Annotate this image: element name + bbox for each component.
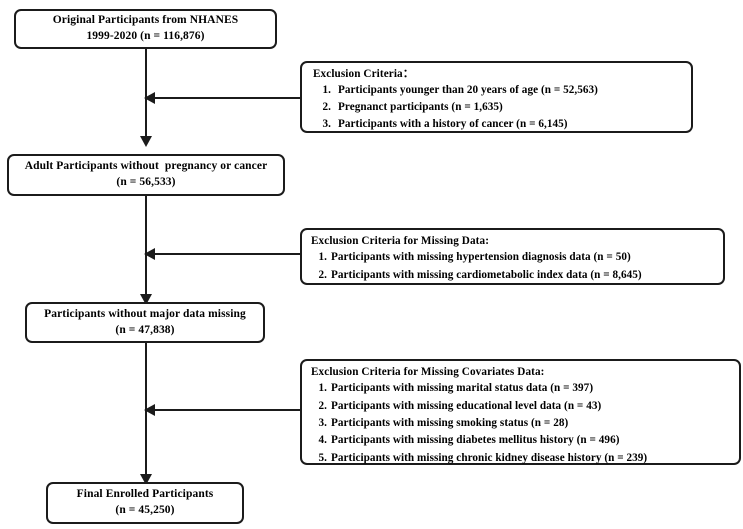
exclusion1-item-1: 1. Participants younger than 20 years of… <box>311 82 683 99</box>
exclusion2-list: 1. Participants with missing hypertensio… <box>311 249 715 284</box>
connector-exclusion1 <box>146 97 302 99</box>
exclusion-criteria-box-2: Exclusion Criteria for Missing Data: 1. … <box>300 228 725 285</box>
node3-line1: Participants without major data missing <box>44 307 246 320</box>
exclusion3-item-5-number: 5. <box>318 451 327 464</box>
exclusion2-title: Exclusion Criteria for Missing Data: <box>311 235 490 247</box>
exclusion3-item-4-text: Participants with missing diabetes melli… <box>331 434 620 447</box>
exclusion1-item-3: 3. Participants with a history of cancer… <box>311 116 683 133</box>
arrowhead-to-node2 <box>140 136 152 147</box>
exclusion3-item-2: 2. Participants with missing educational… <box>311 398 731 415</box>
exclusion2-item-1: 1. Participants with missing hypertensio… <box>311 249 715 266</box>
exclusion3-item-1-number: 1. <box>318 382 327 395</box>
node-original-participants: Original Participants from NHANES 1999-2… <box>14 9 277 49</box>
node4-line1: Final Enrolled Participants <box>76 488 214 501</box>
exclusion1-title: Exclusion Criteria： <box>313 68 415 80</box>
exclusion-criteria-box-3: Exclusion Criteria for Missing Covariate… <box>300 359 741 465</box>
exclusion2-item-1-number: 1. <box>318 251 327 264</box>
exclusion3-item-4: 4. Participants with missing diabetes me… <box>311 432 731 449</box>
exclusion1-item-1-text: Participants younger than 20 years of ag… <box>338 84 598 97</box>
node1-line1: Original Participants from NHANES <box>52 14 239 27</box>
exclusion2-item-2-text: Participants with missing cardiometaboli… <box>331 268 642 281</box>
exclusion-criteria-box-1: Exclusion Criteria： 1. Participants youn… <box>300 61 693 133</box>
exclusion3-item-2-number: 2. <box>318 399 327 412</box>
node-final-enrolled-participants: Final Enrolled Participants (n = 45,250) <box>46 482 244 524</box>
exclusion3-item-3-number: 3. <box>318 416 327 429</box>
exclusion1-item-3-number: 3. <box>322 118 331 131</box>
exclusion3-list: 1. Participants with missing marital sta… <box>311 380 731 467</box>
connector-exclusion3 <box>146 409 302 411</box>
exclusion3-item-2-text: Participants with missing educational le… <box>331 399 602 412</box>
node-participants-without-missing-data: Participants without major data missing … <box>25 302 265 343</box>
exclusion2-item-2: 2. Participants with missing cardiometab… <box>311 267 715 284</box>
exclusion3-title: Exclusion Criteria for Missing Covariate… <box>311 366 545 378</box>
exclusion3-item-4-number: 4. <box>318 434 327 447</box>
node2-line1: Adult Participants without pregnancy or … <box>24 160 268 173</box>
arrowhead-exclusion3 <box>144 404 155 416</box>
exclusion3-item-3: 3. Participants with missing smoking sta… <box>311 415 731 432</box>
exclusion3-item-1-text: Participants with missing marital status… <box>331 382 594 395</box>
exclusion3-item-1: 1. Participants with missing marital sta… <box>311 380 731 397</box>
arrowhead-to-node3 <box>140 294 152 305</box>
exclusion1-item-2-text: Pregnanct participants (n = 1,635) <box>338 101 503 114</box>
exclusion3-item-5-text: Participants with missing chronic kidney… <box>331 451 648 464</box>
node-adult-participants: Adult Participants without pregnancy or … <box>7 154 285 196</box>
exclusion3-item-5: 5. Participants with missing chronic kid… <box>311 450 731 467</box>
node3-line2: (n = 47,838) <box>115 323 175 336</box>
exclusion2-item-1-text: Participants with missing hypertension d… <box>331 251 631 264</box>
arrowhead-exclusion1 <box>144 92 155 104</box>
node4-line2: (n = 45,250) <box>115 504 175 516</box>
exclusion2-item-2-number: 2. <box>318 268 327 281</box>
connector-exclusion2 <box>146 253 302 255</box>
exclusion1-list: 1. Participants younger than 20 years of… <box>311 82 683 133</box>
arrowhead-to-node4 <box>140 474 152 485</box>
exclusion1-item-3-text: Participants with a history of cancer (n… <box>338 118 568 131</box>
node2-line2: (n = 56,533) <box>116 176 176 188</box>
exclusion1-item-2-number: 2. <box>322 101 331 114</box>
exclusion1-item-1-number: 1. <box>322 84 331 97</box>
node1-line2: 1999-2020 (n = 116,876) <box>86 30 205 42</box>
exclusion1-item-2: 2. Pregnanct participants (n = 1,635) <box>311 99 683 116</box>
exclusion3-item-3-text: Participants with missing smoking status… <box>331 416 569 429</box>
arrowhead-exclusion2 <box>144 248 155 260</box>
